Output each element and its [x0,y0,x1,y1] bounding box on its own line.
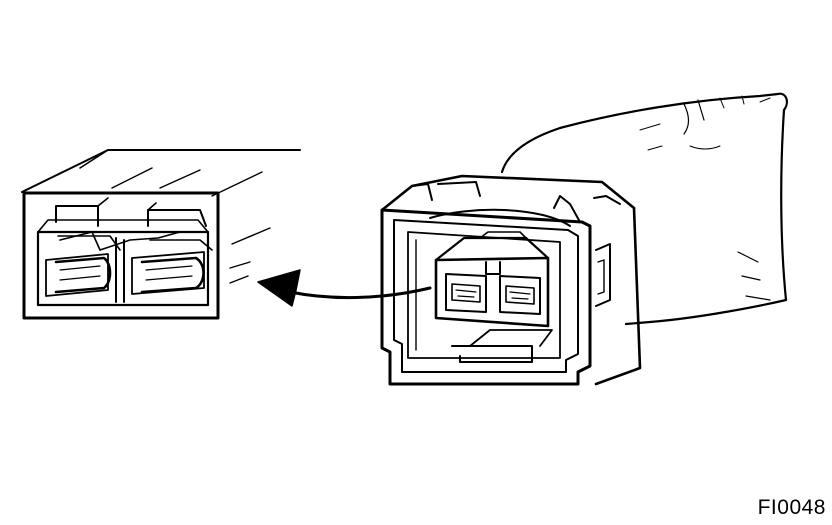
male-connector-icon [380,92,788,386]
figure-code: FI0048 [757,496,826,519]
female-connector-icon [21,149,301,320]
curved-arrow-icon [257,269,432,307]
